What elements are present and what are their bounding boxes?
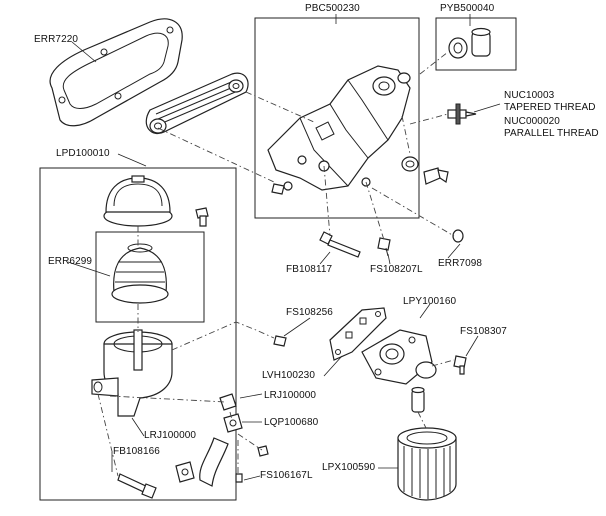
leader-line: [473, 103, 501, 113]
sleeve-icon: [411, 386, 425, 413]
assembly-line: [323, 165, 331, 237]
assembly-line: [109, 395, 227, 403]
leader-line: [131, 417, 145, 437]
label-pbc500230: PBC500230: [305, 3, 360, 14]
label-fs108207l: FS108207L: [370, 264, 423, 275]
assembly-line: [97, 393, 119, 477]
label-nuc10003: NUC10003: [504, 90, 555, 101]
assembly-line: [237, 433, 263, 451]
leader-line: [465, 335, 479, 357]
bolt-icon: [273, 335, 287, 347]
pressure-sensor-icon: [447, 103, 477, 125]
label-lqp100680: LQP100680: [264, 417, 319, 428]
leader-line: [319, 251, 331, 265]
label-lvh100230: LVH100230: [262, 370, 315, 381]
bolt-icon: [117, 473, 157, 499]
leader-line: [419, 303, 431, 319]
seal-icon: [448, 27, 491, 59]
label-lrj100000-b: LRJ100000: [144, 430, 197, 441]
oil-cooler-icon: [145, 72, 249, 135]
filter-element-icon: [111, 243, 169, 304]
label-tapered-thread: TAPERED THREAD: [504, 102, 596, 113]
housing-group-box: [254, 17, 420, 219]
leader-line: [71, 41, 97, 63]
assembly-line: [245, 91, 315, 123]
assembly-line: [431, 359, 455, 367]
oil-pump-housing-icon: [267, 65, 411, 191]
o-ring-icon: [452, 229, 464, 243]
bolt-icon: [195, 207, 209, 227]
assembly-line: [419, 51, 449, 75]
oil-filter-icon: [397, 427, 457, 501]
leader-line: [243, 475, 261, 481]
bolt-icon: [377, 237, 391, 257]
label-lrj100000-a: LRJ100000: [264, 390, 317, 401]
label-lpx100590: LPX100590: [322, 462, 376, 473]
assembly-line: [365, 181, 385, 241]
adapter-plate-icon: [329, 307, 387, 361]
label-parallel-thread: PARALLEL THREAD: [504, 128, 599, 139]
label-lpd100010: LPD100010: [56, 148, 110, 159]
plug-icon: [401, 156, 449, 185]
leader-line: [323, 355, 343, 377]
oil-filter-housing-icon: [91, 329, 173, 417]
label-fs106167l: FS106167L: [260, 470, 313, 481]
filter-cap-icon: [103, 175, 173, 227]
label-pyb500040: PYB500040: [440, 3, 495, 14]
leader-line: [239, 393, 263, 399]
oil-thermostat-icon: [361, 329, 437, 385]
bolt-icon: [453, 355, 467, 375]
label-fb108117: FB108117: [286, 264, 333, 275]
assembly-line: [171, 321, 275, 351]
label-fb108166: FB108166: [113, 446, 160, 457]
label-nuc000020: NUC000020: [504, 116, 560, 127]
assembly-line: [417, 411, 427, 429]
leader-line: [117, 153, 147, 167]
gasket-icon: [49, 18, 183, 127]
leader-line: [67, 261, 111, 277]
leader-line: [387, 253, 391, 265]
filter-group-box: [39, 167, 237, 501]
label-err6299: ERR6299: [48, 256, 93, 267]
label-fs108256: FS108256: [286, 307, 333, 318]
assembly-line: [371, 187, 455, 237]
oil-pipe-icon: [175, 393, 269, 487]
label-err7220: ERR7220: [34, 34, 79, 45]
seal-group-box: [435, 17, 517, 71]
label-err7098: ERR7098: [438, 258, 483, 269]
assembly-line: [409, 113, 449, 125]
assembly-line: [401, 115, 411, 155]
bolt-icon: [319, 231, 361, 258]
label-fs108307: FS108307: [460, 326, 507, 337]
assembly-line: [157, 127, 275, 183]
leader-line: [447, 243, 461, 259]
label-lpy100160: LPY100160: [403, 296, 457, 307]
leader-line: [283, 317, 311, 337]
bolt-icon: [271, 183, 285, 195]
assembly-line: [229, 411, 233, 421]
filter-element-box: [95, 231, 205, 323]
